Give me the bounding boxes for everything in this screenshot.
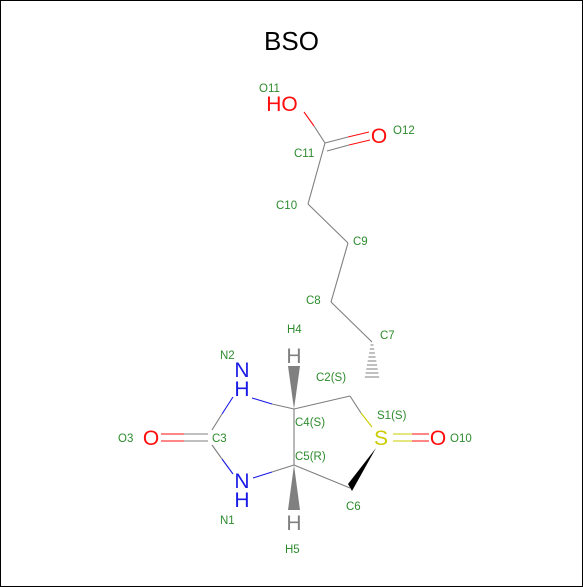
annotation-o3: O3 bbox=[118, 433, 133, 445]
bond-c11-o12-a-o bbox=[347, 131, 370, 138]
bond-n1-c3-c bbox=[211, 444, 223, 460]
annotation-c8: C8 bbox=[306, 295, 321, 307]
annotation-h5: H5 bbox=[285, 544, 300, 556]
annotation-c9: C9 bbox=[353, 236, 368, 248]
atom-label-n2: N bbox=[234, 359, 249, 382]
annotation-h4: H4 bbox=[287, 324, 302, 336]
atom-annotations: O11 O12 C11 C10 C9 C8 C7 H4 N2 C2(S) S1(… bbox=[118, 83, 472, 556]
annotation-s1: S1(S) bbox=[377, 410, 407, 422]
bond-c11-o11-c bbox=[313, 125, 326, 144]
atom-labels: HO O H N N H O S O H H bbox=[143, 93, 446, 535]
bond-c8-c7 bbox=[330, 301, 373, 343]
hashed-bond-c2-c7 bbox=[364, 344, 380, 378]
bond-c11-o12-b-c bbox=[326, 144, 350, 152]
atom-label-s1: S bbox=[374, 427, 388, 450]
bond-c4-n2-c bbox=[271, 403, 295, 410]
annotation-c7: C7 bbox=[380, 330, 395, 342]
annotation-o11: O11 bbox=[259, 83, 280, 95]
annotation-o10: O10 bbox=[450, 433, 472, 445]
atom-label-o3: O bbox=[143, 427, 159, 450]
annotation-n2: N2 bbox=[220, 350, 235, 362]
bond-c2-s1-s bbox=[360, 412, 373, 428]
annotation-c11: C11 bbox=[294, 148, 314, 160]
annotation-c4: C4(S) bbox=[295, 417, 325, 429]
bond-c11-c10 bbox=[307, 142, 326, 205]
bond-c5-c6 bbox=[293, 464, 351, 489]
annotation-n1: N1 bbox=[220, 515, 235, 527]
bond-c11-o11-o bbox=[303, 111, 315, 127]
annotation-c10: C10 bbox=[276, 200, 297, 212]
molecule-title: BSO bbox=[264, 26, 319, 56]
atom-label-n2-h: H bbox=[234, 378, 249, 401]
annotation-o12: O12 bbox=[393, 125, 415, 137]
atom-label-h5: H bbox=[286, 512, 301, 535]
atom-label-o10: O bbox=[430, 427, 446, 450]
bond-c2-s1-c bbox=[349, 395, 362, 414]
atom-label-h4: H bbox=[286, 345, 301, 368]
bond-c5-n1-c bbox=[271, 464, 295, 473]
side-chain-bonds bbox=[303, 111, 373, 343]
atom-label-o12: O bbox=[371, 125, 387, 148]
annotation-c5: C5(R) bbox=[295, 451, 326, 463]
bond-c10-c9 bbox=[307, 203, 349, 244]
wedge-bond-c5-h5 bbox=[288, 465, 300, 510]
atom-label-hydroxyl: HO bbox=[266, 93, 298, 116]
bond-c11-o12-b-o bbox=[348, 139, 371, 146]
bond-c9-c8 bbox=[330, 242, 349, 303]
bond-c11-o12-a-c bbox=[324, 136, 349, 144]
ring-bonds bbox=[161, 395, 429, 489]
annotation-c6: C6 bbox=[346, 501, 361, 513]
bond-n1-c3-n bbox=[221, 458, 234, 475]
wedge-bond-c4-h4 bbox=[288, 366, 300, 409]
bond-n2-c3-n bbox=[221, 396, 234, 415]
atom-label-n1-h: H bbox=[234, 489, 249, 512]
bond-n2-c3-c bbox=[211, 413, 223, 431]
annotation-c2: C2(S) bbox=[316, 372, 346, 384]
bond-c5-n1-n bbox=[252, 471, 273, 479]
atom-label-n1: N bbox=[234, 470, 249, 493]
bond-c4-n2-n bbox=[251, 397, 273, 405]
annotation-c3: C3 bbox=[212, 433, 227, 445]
bond-c2-c4 bbox=[293, 395, 351, 410]
wedge-bond-s1-c6 bbox=[348, 448, 376, 491]
